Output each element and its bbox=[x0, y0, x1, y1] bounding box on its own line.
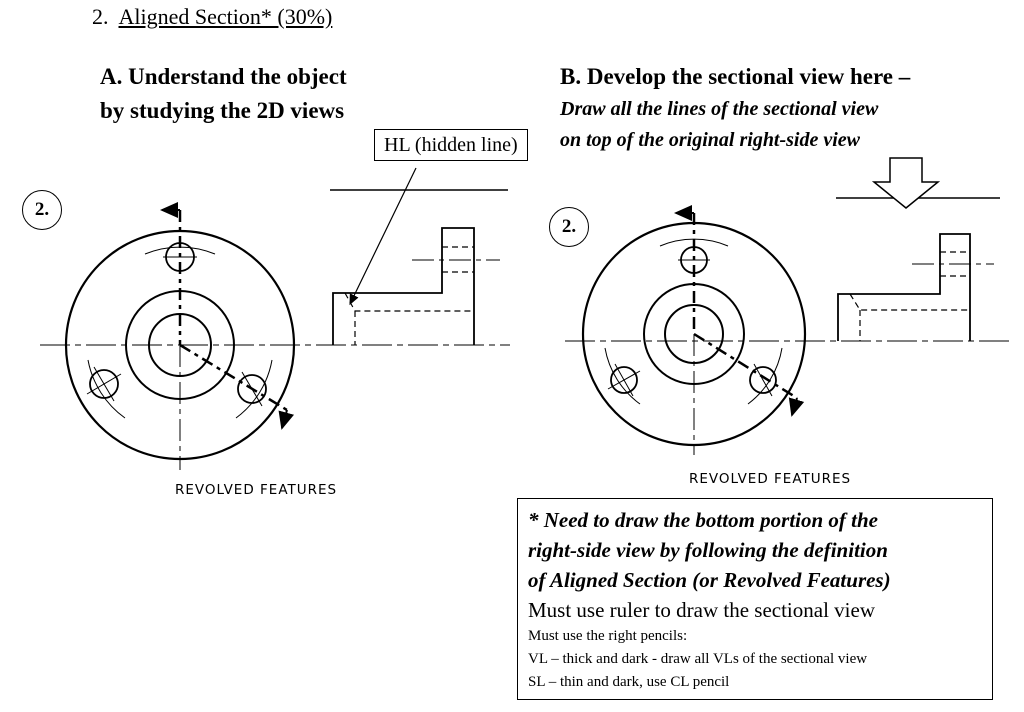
page-title: 2. Aligned Section* (30%) bbox=[92, 4, 332, 30]
note-line-5: Must use the right pencils: bbox=[528, 628, 688, 644]
note-line-6: VL – thick and dark - draw all VLs of th… bbox=[528, 651, 868, 667]
left-drawing bbox=[40, 167, 510, 470]
left-bolt-arc-right bbox=[235, 359, 273, 419]
part-a-line-2: by studying the 2D views bbox=[100, 98, 345, 123]
hidden-line-callout: HL (hidden line) bbox=[374, 129, 528, 161]
title-text: Aligned Section* (30%) bbox=[118, 4, 333, 29]
part-a-line-1: A. Understand the object bbox=[100, 64, 347, 89]
right-view-caption: REVOLVED FEATURES bbox=[689, 471, 852, 487]
left-bolt-arc-left bbox=[87, 359, 126, 419]
left-view-caption: REVOLVED FEATURES bbox=[175, 482, 338, 498]
left-bolt-arc-top bbox=[144, 246, 216, 255]
right-view-badge: 2. bbox=[549, 207, 589, 247]
note-line-3: of Aligned Section (or Revolved Features… bbox=[528, 568, 891, 592]
note-line-4: Must use ruler to draw the sectional vie… bbox=[528, 598, 875, 622]
right-bolt-hole-right bbox=[749, 366, 777, 394]
part-b-line-2: Draw all the lines of the sectional view bbox=[560, 98, 879, 120]
right-bolt-hole-left bbox=[610, 366, 638, 394]
note-line-1: * Need to draw the bottom portion of the bbox=[528, 508, 879, 532]
title-number: 2. bbox=[92, 4, 109, 29]
right-drawing bbox=[565, 157, 1010, 455]
part-b-line-3: on top of the original right-side view bbox=[560, 129, 861, 151]
part-b-heading: B. Develop the sectional view here – Dra… bbox=[560, 60, 910, 156]
left-cutting-plane-angled bbox=[179, 343, 288, 412]
callout-leader bbox=[349, 167, 417, 306]
note-line-7: SL – thin and dark, use CL pencil bbox=[528, 674, 730, 690]
right-cutting-plane-angled bbox=[693, 332, 798, 400]
left-view-badge: 2. bbox=[22, 190, 62, 230]
part-b-line-1: B. Develop the sectional view here – bbox=[560, 64, 911, 89]
left-bolt-hole-right bbox=[237, 374, 267, 404]
down-arrow-icon bbox=[871, 157, 941, 209]
left-bolt-hole-left bbox=[89, 369, 119, 399]
instructions-note-box: * Need to draw the bottom portion of the… bbox=[517, 498, 993, 700]
part-a-heading: A. Understand the object by studying the… bbox=[100, 60, 347, 128]
left-side-view bbox=[330, 189, 508, 345]
right-side-view bbox=[836, 197, 1000, 341]
note-line-2: right-side view by following the definit… bbox=[528, 538, 888, 562]
